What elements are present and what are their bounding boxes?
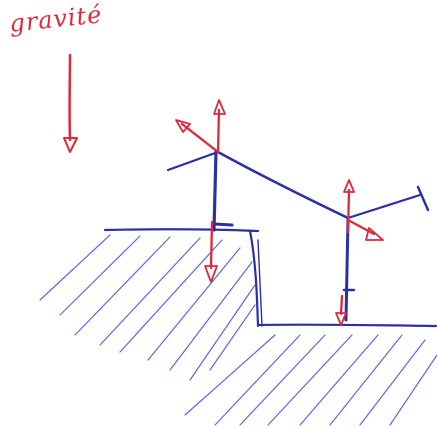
force-arrow-rear-up xyxy=(343,179,355,234)
gravity-arrow xyxy=(63,53,78,153)
force-arrow-front-down xyxy=(204,220,218,283)
force-arrow-front-back xyxy=(175,119,220,154)
ground-surface xyxy=(103,228,437,328)
robot-body xyxy=(166,150,430,322)
force-arrow-rear-down xyxy=(335,294,347,326)
force-arrows xyxy=(175,99,384,326)
force-arrow-front-up xyxy=(213,99,226,154)
force-arrow-rear-forward xyxy=(346,218,384,241)
ground-hatching xyxy=(39,234,437,426)
